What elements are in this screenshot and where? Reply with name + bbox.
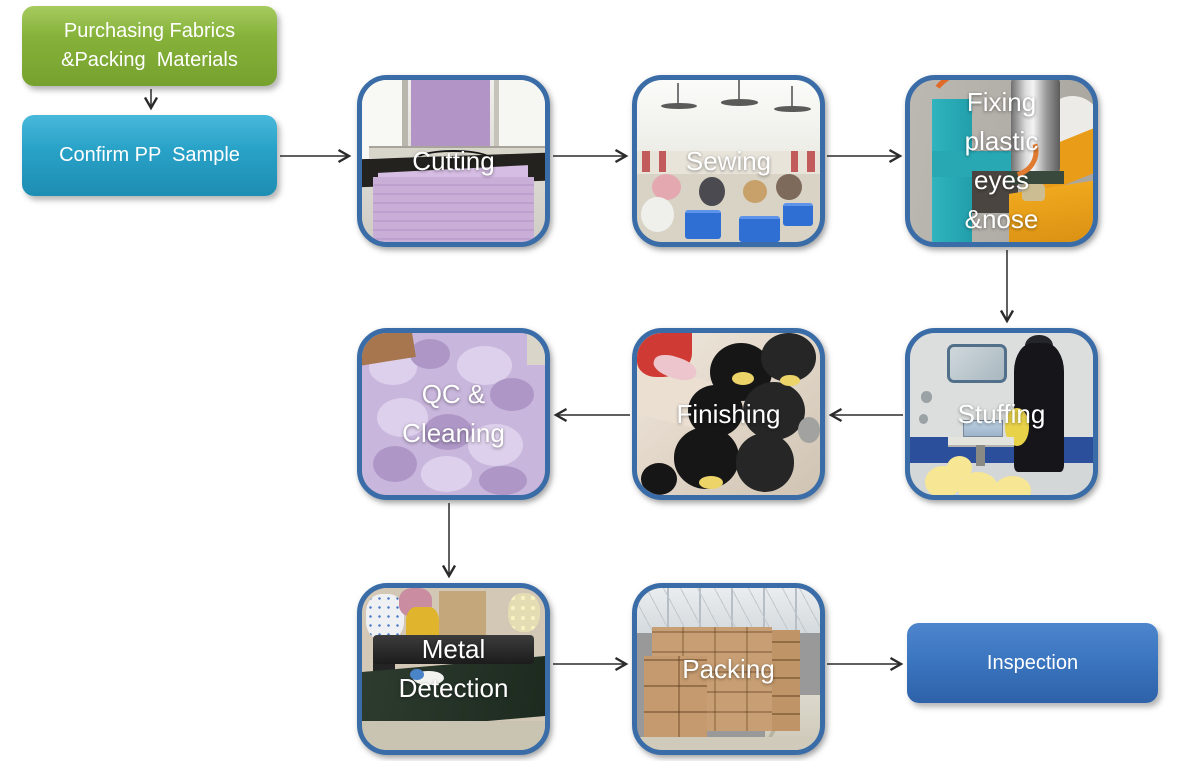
sewing-step-tile: Sewing (632, 75, 825, 247)
cutting-label: Cutting (412, 145, 495, 176)
cutting-step-tile: Cutting (357, 75, 550, 247)
qc-cleaning-step-tile: QC & Cleaning (357, 328, 550, 500)
packing-label: Packing (682, 653, 775, 684)
purchasing-materials-label: Purchasing Fabrics &Packing Materials (61, 20, 238, 71)
metal-detection-photo (362, 588, 545, 750)
confirm-pp-sample-box: Confirm PP Sample (22, 115, 277, 196)
finishing-label: Finishing (676, 398, 781, 429)
packing-photo (637, 588, 820, 750)
packing-step-tile: Packing (632, 583, 825, 755)
confirm-pp-sample-label: Confirm PP Sample (59, 144, 240, 166)
sewing-label: Sewing (685, 145, 772, 176)
metal-detection-step-tile: Metal Detection (357, 583, 550, 755)
finishing-photo (637, 333, 820, 495)
stuffing-photo (910, 333, 1093, 495)
sewing-photo (637, 80, 820, 242)
inspection-label: Inspection (986, 651, 1079, 674)
finishing-step-tile: Finishing (632, 328, 825, 500)
qc-cleaning-photo (362, 333, 545, 495)
purchasing-materials-box: Purchasing Fabrics &Packing Materials (22, 6, 277, 86)
fixing-eyes-label: Fixing plastic eyes &nose (964, 87, 1039, 234)
fixing-eyes-step-tile: Fixing plastic eyes &nose (905, 75, 1098, 247)
stuffing-step-tile: Stuffing (905, 328, 1098, 500)
inspection-box: Inspection (907, 623, 1158, 703)
metal-detection-label: Metal Detection (398, 634, 509, 703)
cutting-photo (362, 80, 545, 242)
stuffing-label: Stuffing (957, 398, 1046, 429)
fixing-eyes-photo (910, 80, 1093, 242)
qc-cleaning-label: QC & Cleaning (402, 379, 505, 448)
